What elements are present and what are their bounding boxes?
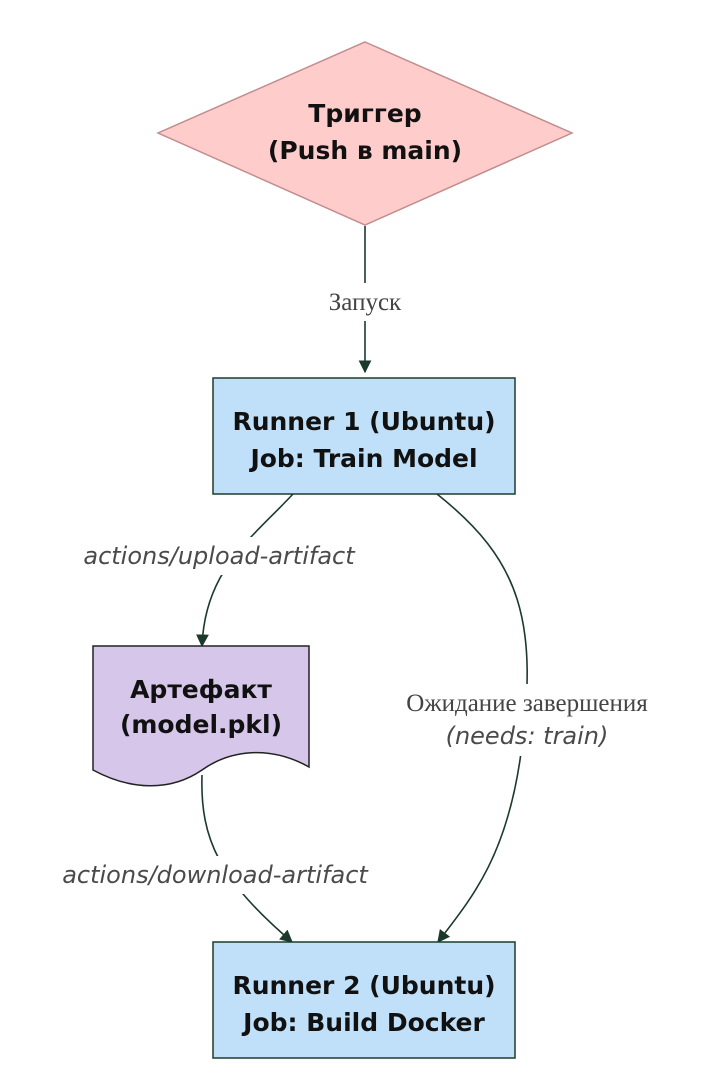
edge-label-bg-upload [62,537,376,575]
edge-label-upload: actions/upload-artifact [83,542,356,570]
runner-1-job: Job: Train Model [248,444,477,473]
edge-label-bg-launch [305,283,425,321]
artifact-filename: (model.pkl) [120,710,282,739]
edge-sublabel-wait: (needs: train) [446,722,609,750]
node-trigger: Триггер (Push в main) [156,41,574,226]
edge-label-launch: Запуск [329,289,402,316]
edge-label-wait: Ожидание завершения [406,690,648,717]
trigger-title: Триггер [308,99,421,128]
node-runner-1: Runner 1 (Ubuntu) Job: Train Model [212,377,516,495]
node-runner-2: Runner 2 (Ubuntu) Job: Build Docker [212,941,516,1059]
node-artifact: Артефакт (model.pkl) [92,645,310,787]
runner-1-box [212,377,516,495]
edge-label-download: actions/download-artifact [62,861,369,889]
artifact-document-shape [92,645,310,787]
runner-1-title: Runner 1 (Ubuntu) [232,407,495,436]
trigger-subtitle: (Push в main) [268,136,462,165]
runner-2-box [212,941,516,1059]
artifact-title: Артефакт [130,675,272,704]
edge-label-bg-wait [372,684,684,756]
trigger-diamond [156,41,574,226]
edge-label-bg-download [40,856,392,894]
runner-2-job: Job: Build Docker [241,1008,485,1037]
runner-2-title: Runner 2 (Ubuntu) [232,971,495,1000]
